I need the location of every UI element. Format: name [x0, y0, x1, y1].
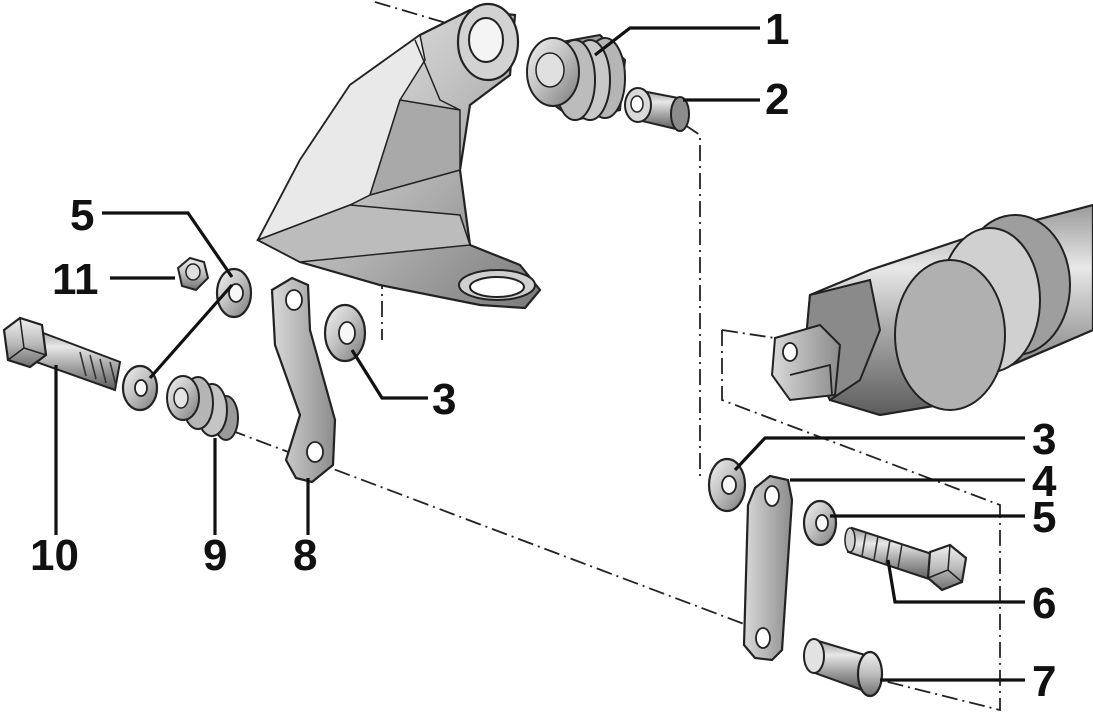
part-3-washer-upper [323, 303, 367, 363]
mounting-bracket [256, 2, 542, 310]
steering-gear-housing [770, 203, 1093, 417]
part-5-washer-left [121, 364, 159, 412]
callout-2: 2 [765, 75, 789, 124]
callout-3-lower: 3 [1032, 415, 1056, 464]
callout-6: 6 [1032, 579, 1056, 628]
part-1-bushing [526, 33, 627, 122]
callout-1: 1 [765, 5, 789, 54]
part-4-link-plate [742, 474, 794, 662]
part-10-bolt [2, 316, 122, 392]
callout-10: 10 [30, 531, 79, 580]
callout-5-right: 5 [1032, 493, 1056, 542]
callout-5-upper: 5 [70, 191, 94, 240]
callout-9: 9 [203, 531, 227, 580]
leader-lines [54, 26, 1025, 682]
callout-7: 7 [1032, 657, 1056, 706]
part-6-bolt [844, 526, 968, 592]
callout-labels: 1 2 3 3 4 5 5 6 7 8 9 10 11 [30, 5, 1057, 706]
callout-4: 4 [1032, 457, 1057, 506]
part-8-link-arm [270, 276, 337, 484]
part-5-washer-right [802, 499, 838, 547]
callout-3-upper: 3 [432, 375, 456, 424]
part-3-washer-lower [707, 457, 747, 513]
callout-8: 8 [293, 531, 317, 580]
callout-11: 11 [52, 255, 99, 304]
part-2-sleeve [624, 87, 690, 132]
part-9-bushing [166, 375, 239, 441]
part-11-nut [176, 256, 210, 292]
part-7-pin [803, 638, 884, 698]
part-5-washer-upper [215, 267, 253, 319]
